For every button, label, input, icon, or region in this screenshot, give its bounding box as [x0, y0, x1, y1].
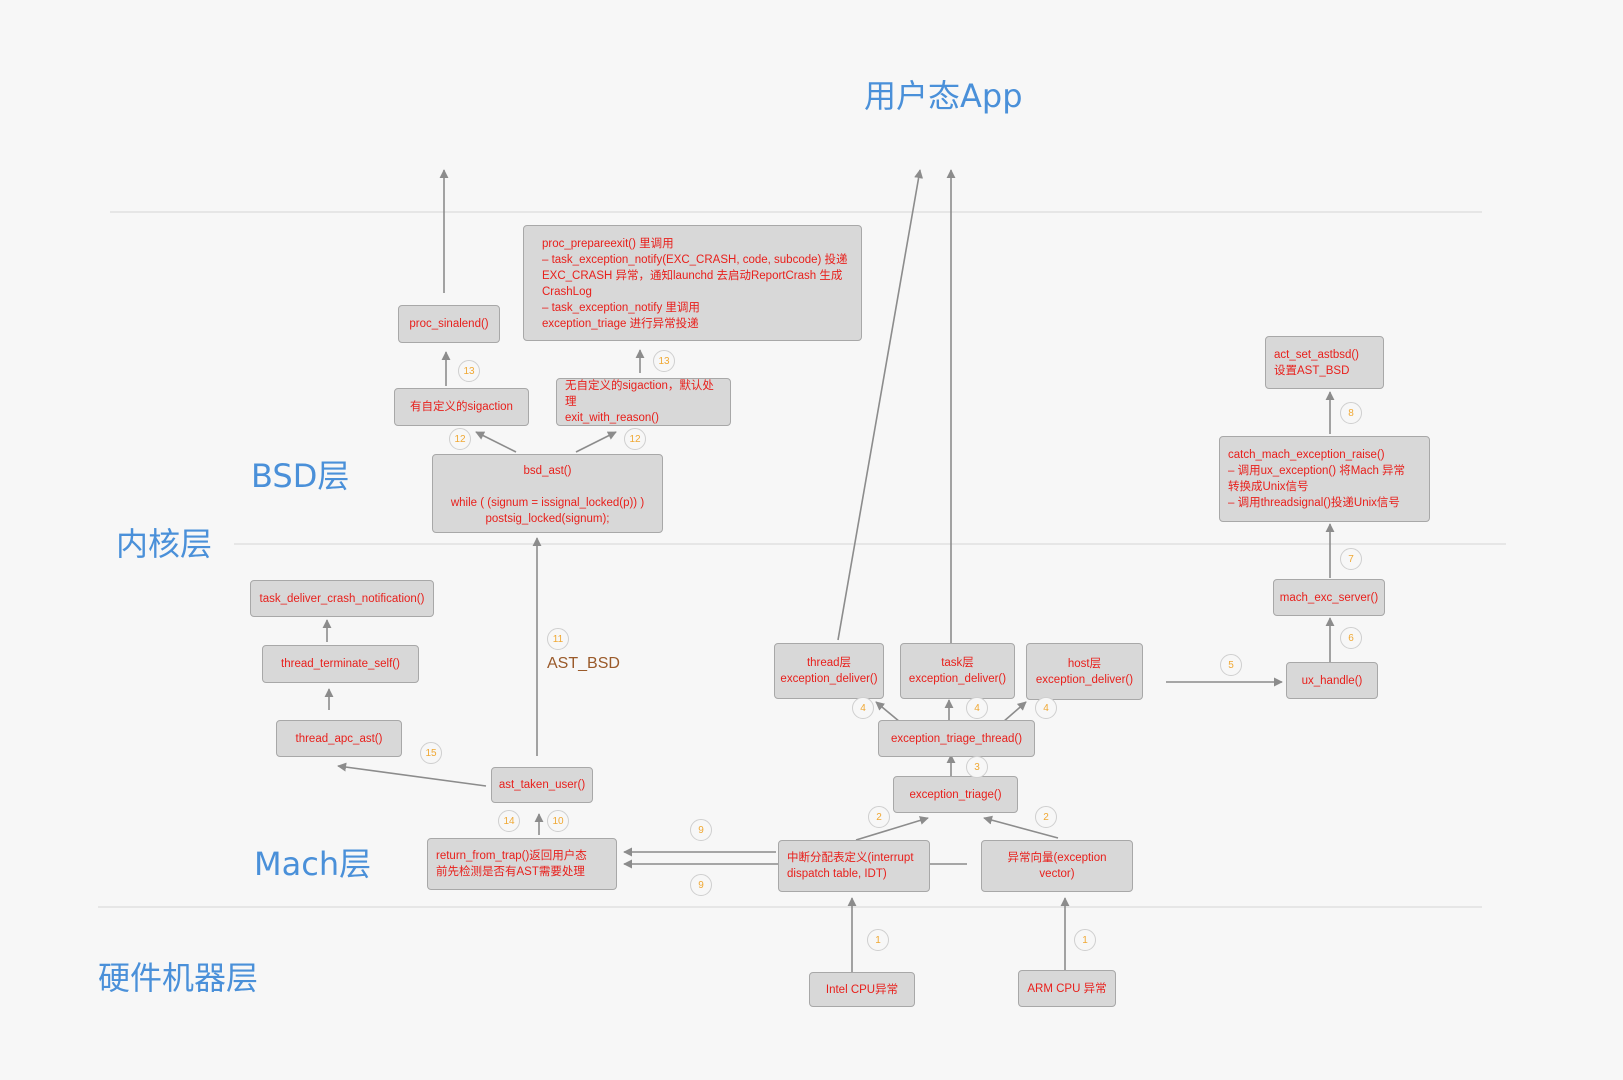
step-badge-8: 8	[1340, 402, 1362, 424]
step-badge-12: 12	[624, 428, 646, 450]
step-badge-9: 9	[690, 819, 712, 841]
box-thread-exception-deliver: thread层 exception_deliver()	[774, 643, 884, 699]
arrows	[322, 169, 1335, 972]
step-badge-9: 9	[690, 874, 712, 896]
box-task-deliver-crash-notification: task_deliver_crash_notification()	[250, 580, 434, 617]
step-badge-3: 3	[966, 756, 988, 778]
box-ux-handle: ux_handle()	[1286, 662, 1378, 699]
arrow-idt-to-triage	[855, 816, 929, 841]
box-thread-terminate-self: thread_terminate_self()	[262, 645, 419, 683]
step-badge-1: 1	[1074, 929, 1096, 951]
step-badge-1: 1	[867, 929, 889, 951]
box-bsd-ast: bsd_ast() while ( (signum = issignal_loc…	[432, 454, 663, 533]
box-task-exception-deliver: task层 exception_deliver()	[900, 643, 1015, 699]
arrow-bsdast-to-nocustom	[575, 431, 617, 453]
step-badge-14: 14	[498, 810, 520, 832]
step-badge-2: 2	[868, 806, 890, 828]
step-badge-6: 6	[1340, 627, 1362, 649]
box-ast-taken-user: ast_taken_user()	[491, 767, 593, 803]
edge-label-ast-bsd: AST_BSD	[547, 655, 620, 672]
arrow-bsdast-to-custom	[475, 431, 517, 453]
box-mach-exc-server: mach_exc_server()	[1273, 579, 1385, 616]
arrow-triage-thread-to-host-deliver	[1002, 701, 1027, 723]
layer-label-user-app: 用户态App	[864, 77, 1023, 115]
box-custom-sigaction: 有自定义的sigaction	[394, 388, 529, 426]
step-badge-4: 4	[1035, 697, 1057, 719]
step-badge-7: 7	[1340, 548, 1362, 570]
arrow-ast-taken-to-apc	[337, 762, 487, 787]
layer-label-mach: Mach层	[254, 845, 372, 883]
layer-label-hardware: 硬件机器层	[98, 959, 259, 997]
step-badge-2: 2	[1035, 806, 1057, 828]
box-intel-cpu: Intel CPU异常	[809, 972, 915, 1007]
box-proc-sinalend: proc_sinalend()	[398, 305, 500, 343]
box-thread-apc-ast: thread_apc_ast()	[276, 720, 402, 757]
box-no-custom-sigaction: 无自定义的sigaction，默认处理 exit_with_reason()	[556, 378, 731, 426]
layer-label-kernel: 内核层	[116, 525, 213, 563]
box-act-set-astbsd: act_set_astbsd() 设置AST_BSD	[1265, 336, 1384, 389]
arrow-triage-thread-to-thread-deliver	[875, 701, 901, 723]
box-exception-vector: 异常向量(exception vector)	[981, 840, 1133, 892]
step-badge-12: 12	[449, 428, 471, 450]
step-badge-13: 13	[458, 360, 480, 382]
step-badge-15: 15	[420, 742, 442, 764]
step-badge-10: 10	[547, 810, 569, 832]
box-catch-mach-exception-raise: catch_mach_exception_raise() – 调用ux_exce…	[1219, 436, 1430, 522]
box-idt: 中断分配表定义(interrupt dispatch table, IDT)	[778, 840, 930, 892]
arrow-vector-to-triage	[983, 815, 1059, 839]
step-badge-4: 4	[852, 697, 874, 719]
step-badge-11: 11	[547, 628, 569, 650]
step-badge-4: 4	[966, 697, 988, 719]
box-host-exception-deliver: host层 exception_deliver()	[1026, 643, 1143, 700]
box-exception-triage: exception_triage()	[893, 776, 1018, 813]
step-badge-5: 5	[1220, 654, 1242, 676]
box-return-from-trap: return_from_trap()返回用户态 前先检测是否有AST需要处理	[427, 838, 617, 890]
box-proc-prepareexit: proc_prepareexit() 里调用 – task_exception_…	[523, 225, 862, 341]
arrow-thread-deliver-to-user	[837, 169, 924, 641]
layer-separators	[98, 211, 1506, 908]
box-exception-triage-thread: exception_triage_thread()	[878, 720, 1035, 757]
box-arm-cpu: ARM CPU 异常	[1018, 970, 1116, 1007]
layer-label-bsd: BSD层	[251, 457, 350, 495]
step-badge-13: 13	[653, 350, 675, 372]
